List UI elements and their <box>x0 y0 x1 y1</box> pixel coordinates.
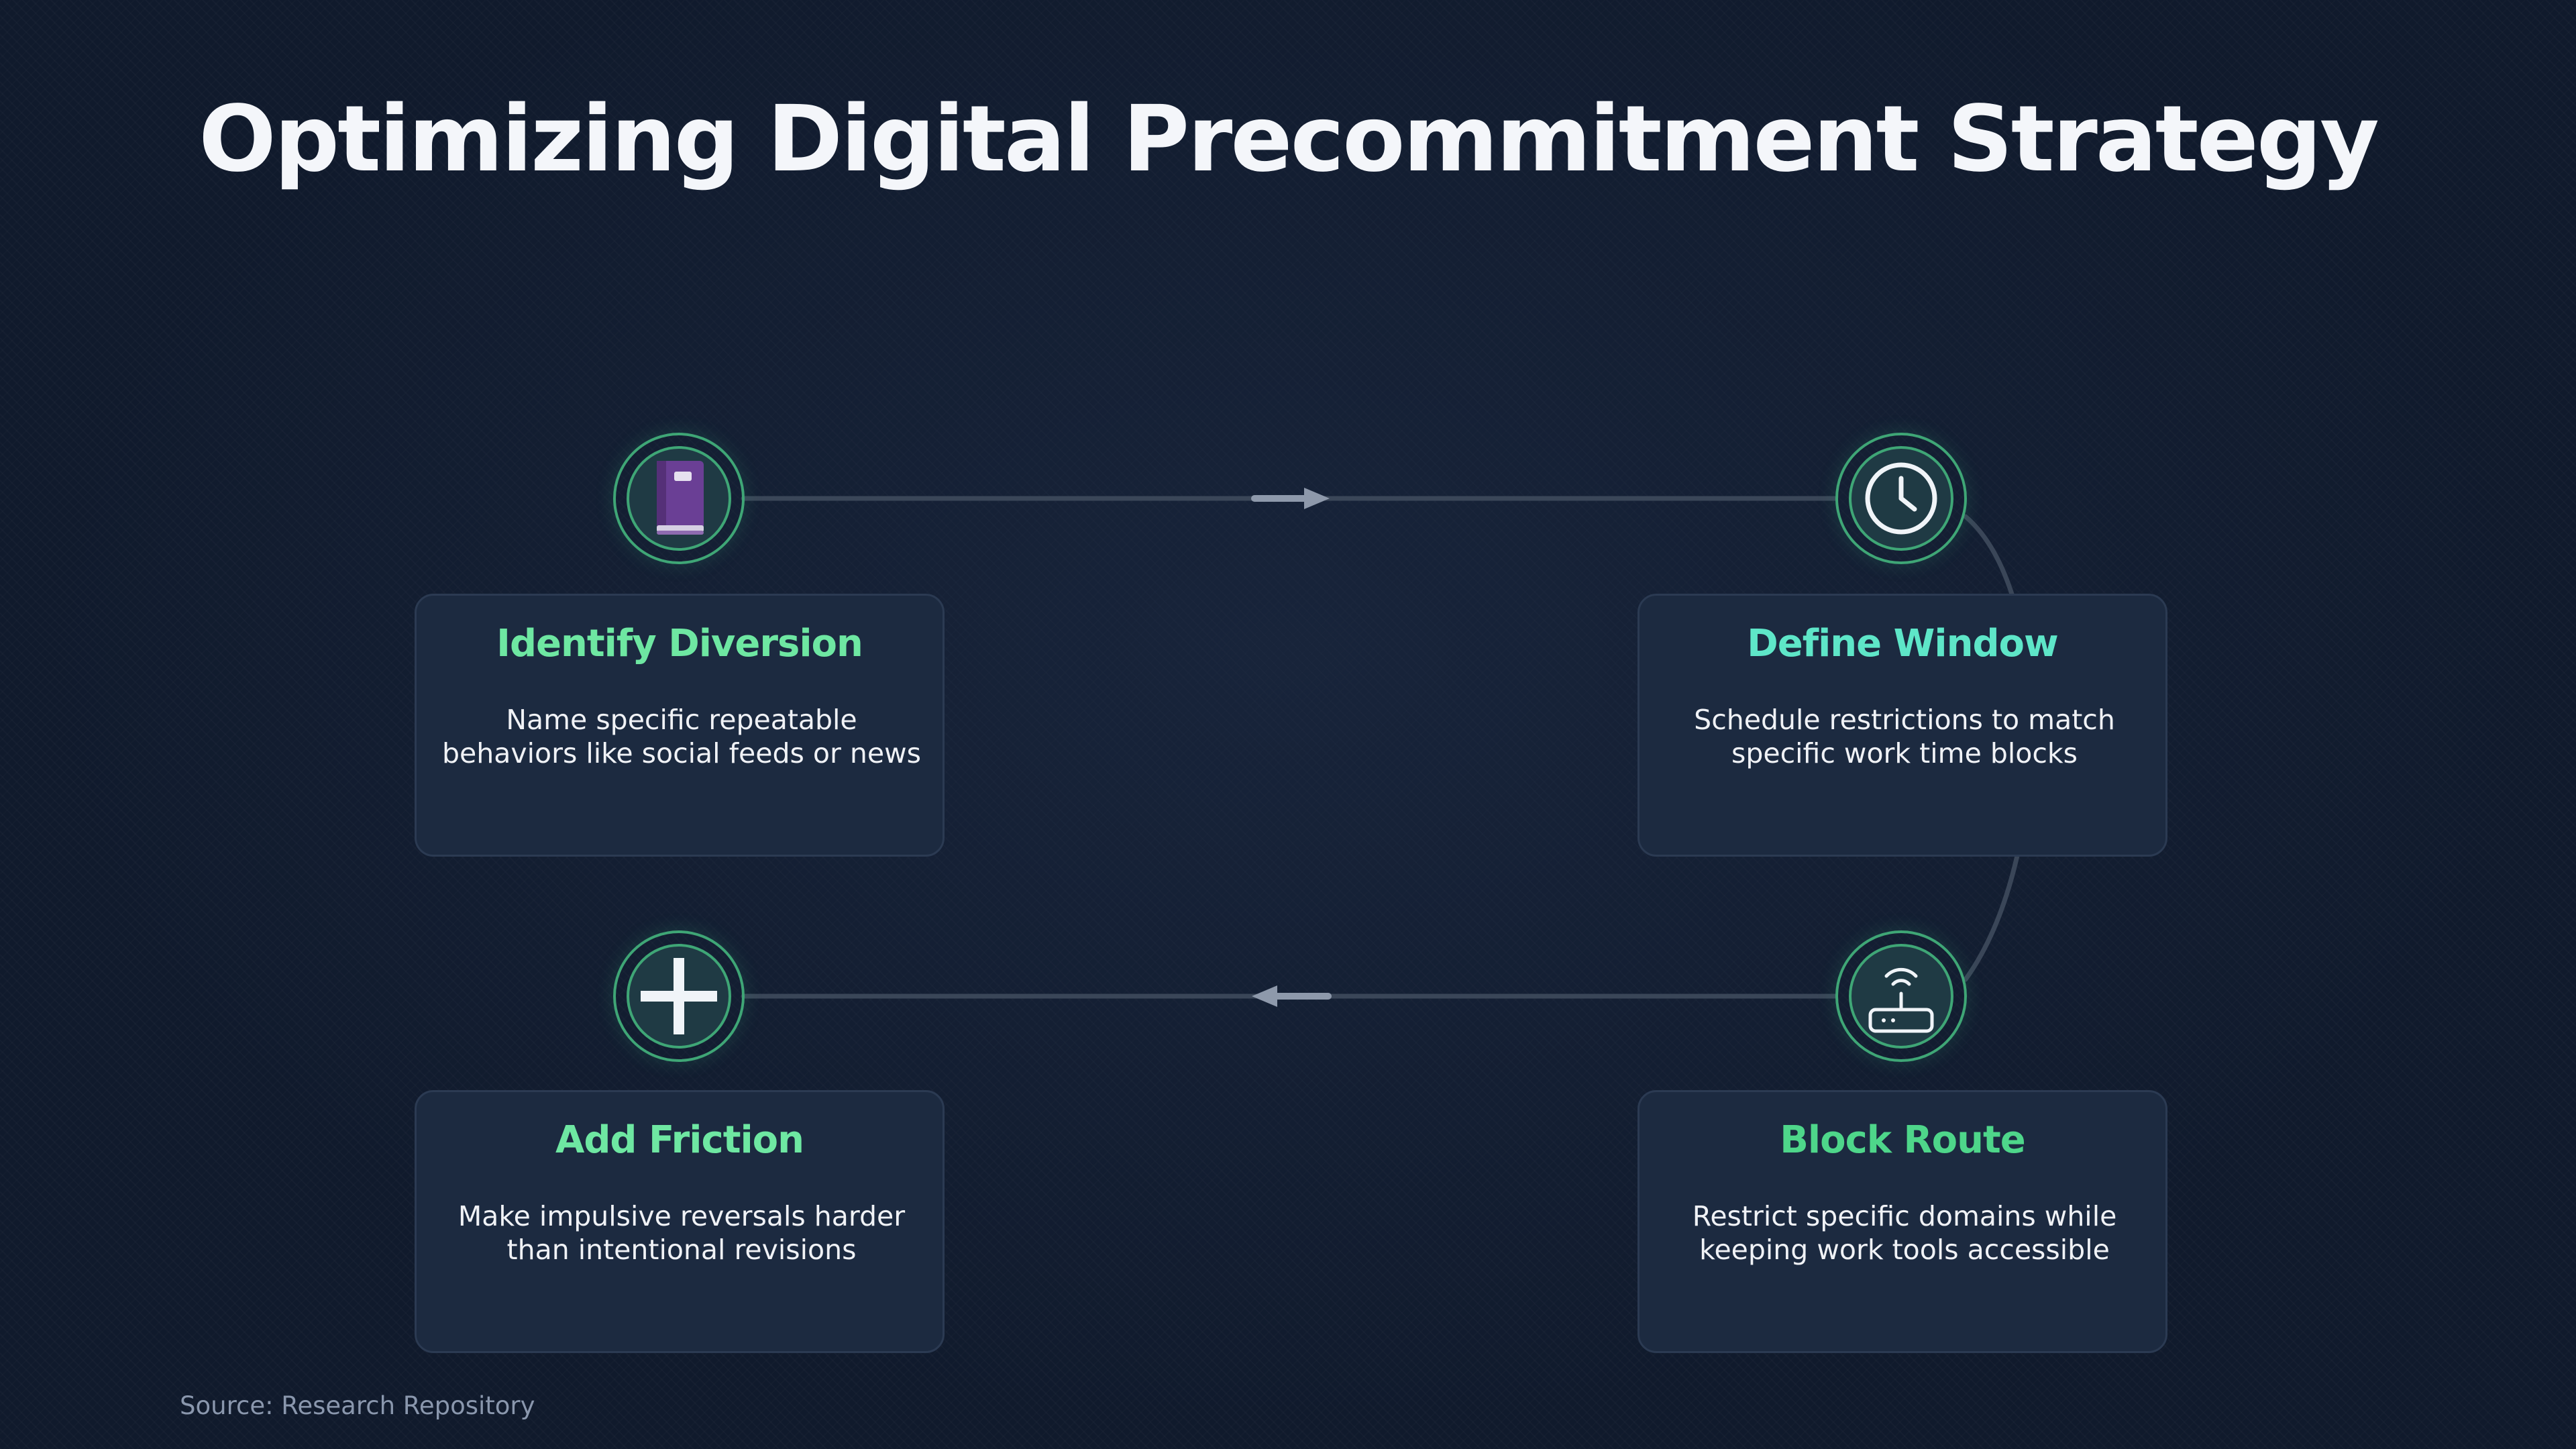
step-card-identify-diversion: Identify Diversion Name specific repeata… <box>415 594 945 857</box>
source-note: Source: Research Repository <box>180 1391 535 1420</box>
step-card-block-route: Block Route Restrict specific domains wh… <box>1638 1090 2167 1353</box>
arrow-right-icon <box>1251 488 1330 509</box>
step-card-add-friction: Add Friction Make impulsive reversals ha… <box>415 1090 945 1353</box>
plus-icon <box>641 958 717 1034</box>
step-title: Add Friction <box>555 1118 804 1162</box>
step-title: Block Route <box>1780 1118 2026 1162</box>
book-icon <box>657 461 704 535</box>
step-title: Identify Diversion <box>496 622 863 665</box>
step-node-identify-diversion <box>613 433 745 564</box>
arrow-left-icon <box>1252 985 1332 1007</box>
step-node-block-route <box>1835 930 1967 1062</box>
step-description: Make impulsive reversals harder than int… <box>458 1200 906 1266</box>
step-card-define-window: Define Window Schedule restrictions to m… <box>1638 594 2167 857</box>
step-title: Define Window <box>1747 622 2059 665</box>
step-node-add-friction <box>613 930 745 1062</box>
step-description: Restrict specific domains while keeping … <box>1692 1200 2117 1266</box>
step-description: Name specific repeatable behaviors like … <box>442 704 921 769</box>
step-description: Schedule restrictions to match specific … <box>1694 704 2115 769</box>
page-title: Optimizing Digital Precommitment Strateg… <box>199 87 2379 193</box>
router-icon <box>1868 967 1934 1033</box>
step-node-define-window <box>1835 433 1967 564</box>
clock-icon <box>1865 462 1937 535</box>
